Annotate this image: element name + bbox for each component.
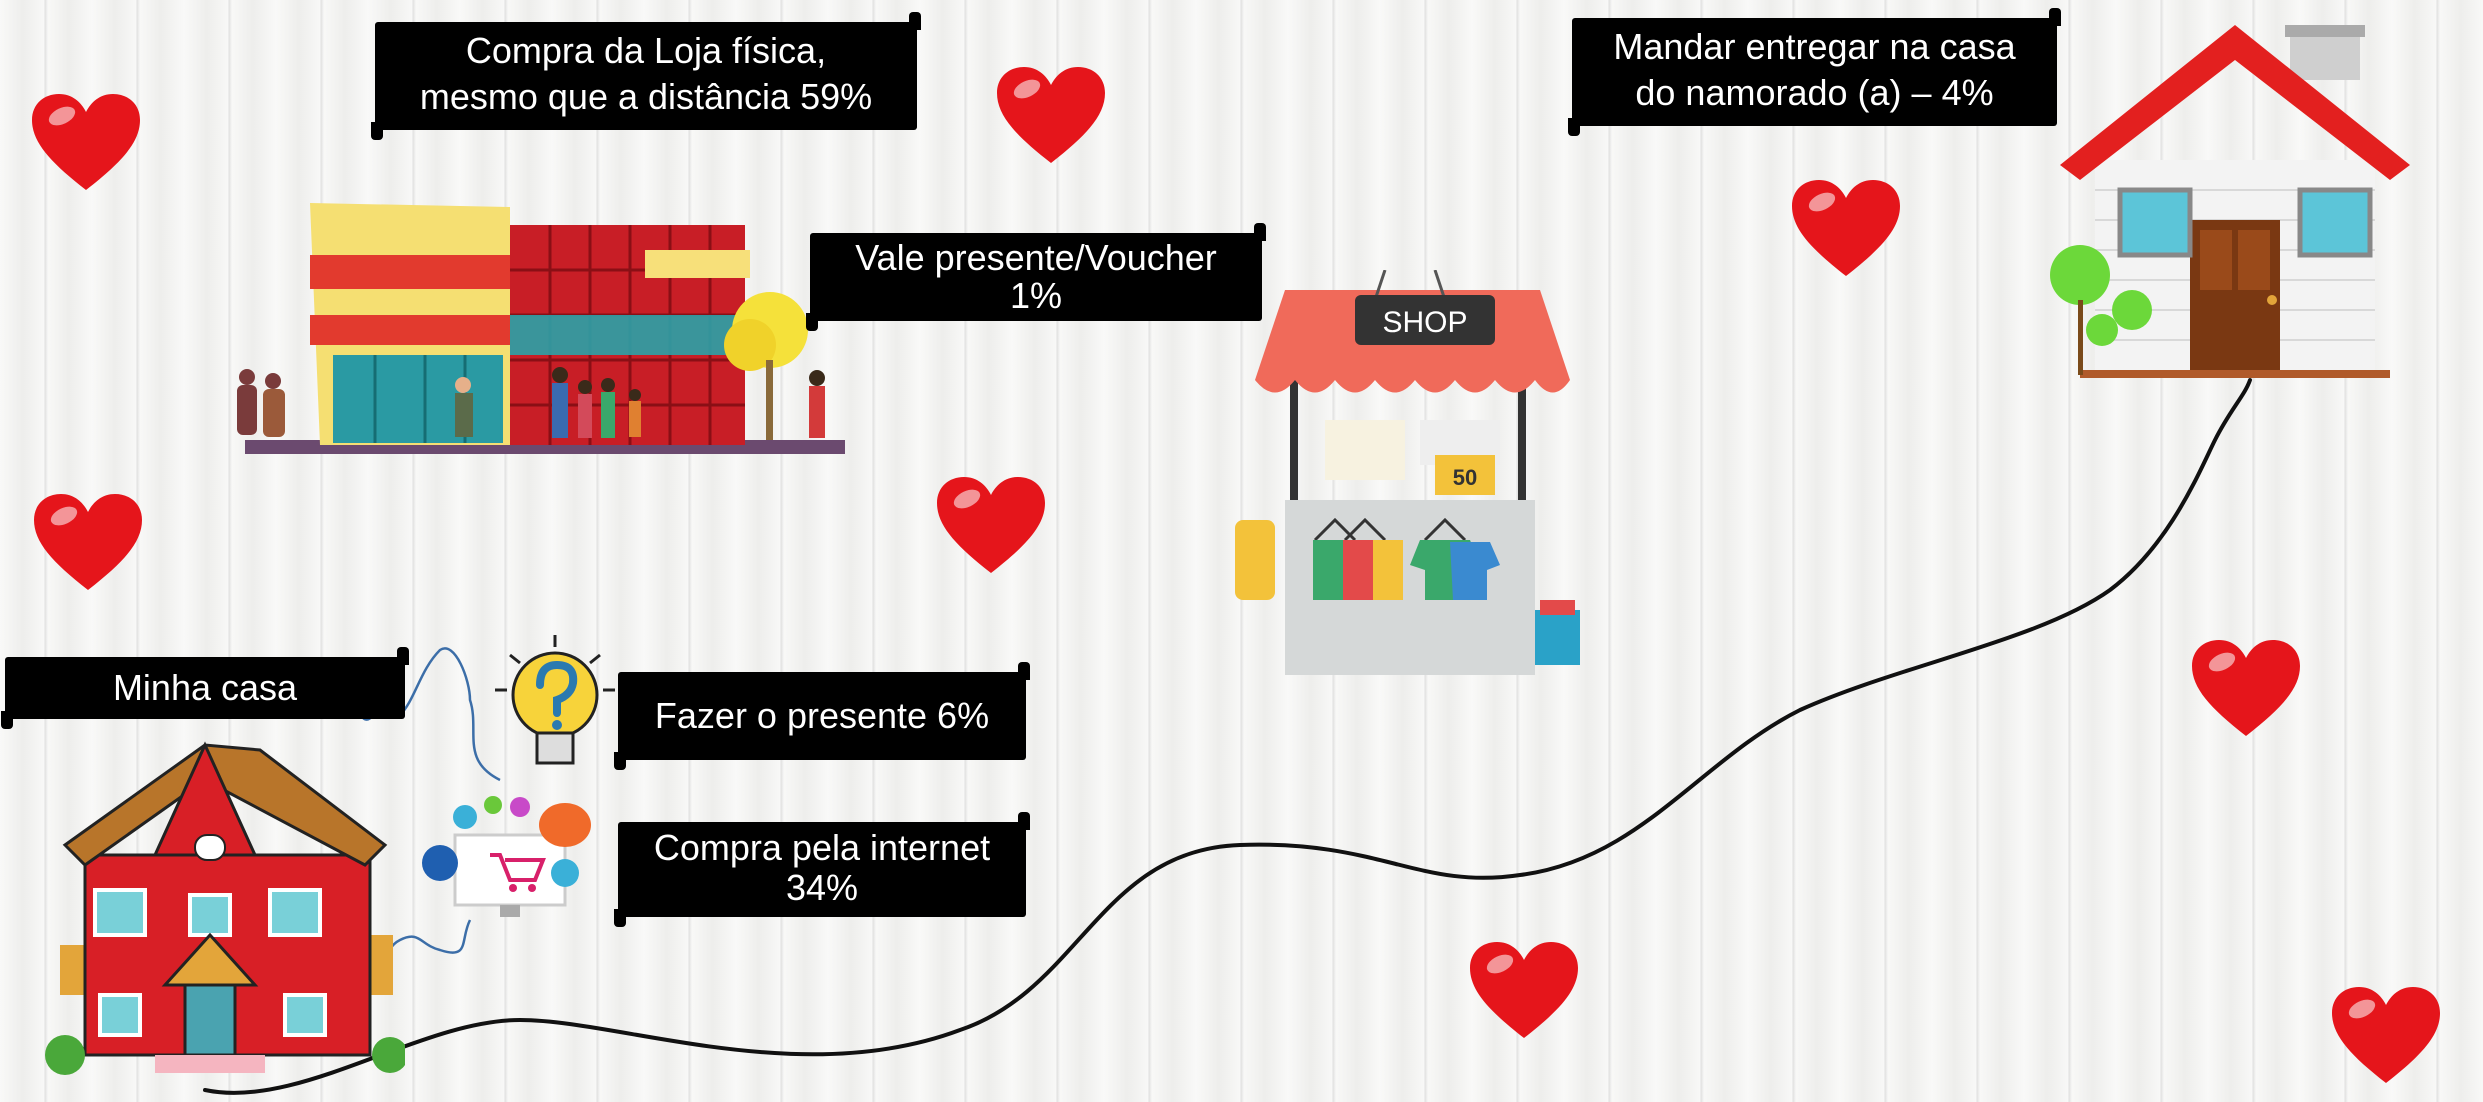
shop-sign-text: SHOP [1382, 306, 1467, 339]
label-voucher-line-2: 1% [1009, 275, 1063, 316]
label-make-gift-line-1: Fazer o presente 6% [654, 695, 990, 736]
white-house-icon [2050, 25, 2410, 378]
heart-icon [1470, 942, 1578, 1038]
label-delivery: Mandar entregar na casa do namorado (a) … [1568, 8, 2061, 136]
label-home-line-1: Minha casa [112, 667, 298, 708]
red-house-icon [45, 741, 405, 1075]
label-delivery-line-1: Mandar entregar na casa [1613, 26, 2016, 67]
heart-icon [1792, 180, 1900, 276]
label-store-line-1: Compra da Loja física, [465, 30, 827, 71]
heart-icon [2332, 987, 2440, 1083]
label-make-gift: Fazer o presente 6% [614, 662, 1030, 770]
label-delivery-line-2: do namorado (a) – 4% [1635, 72, 1994, 113]
online-shopping-icon [422, 796, 591, 917]
label-home: Minha casa [1, 647, 409, 729]
heart-icon [2192, 640, 2300, 736]
label-voucher: Vale presente/Voucher 1% [806, 223, 1266, 331]
heart-icon [32, 94, 140, 190]
department-store-icon [237, 203, 845, 454]
label-internet-line-2: 34% [785, 867, 859, 908]
label-voucher-line-1: Vale presente/Voucher [855, 237, 1217, 278]
heart-icon [997, 67, 1105, 163]
heart-icon [34, 494, 142, 590]
label-internet-line-1: Compra pela internet [653, 827, 991, 868]
label-store-purchase: Compra da Loja física, mesmo que a distâ… [371, 12, 921, 140]
lightbulb-question-icon [495, 635, 615, 765]
label-internet-purchase: Compra pela internet 34% [614, 812, 1030, 927]
label-store-line-2: mesmo que a distância 59% [419, 76, 873, 117]
heart-icon [937, 477, 1045, 573]
market-stall-icon: SHOP 50 [1235, 270, 1580, 675]
sale-tag-text: 50 [1453, 465, 1477, 490]
